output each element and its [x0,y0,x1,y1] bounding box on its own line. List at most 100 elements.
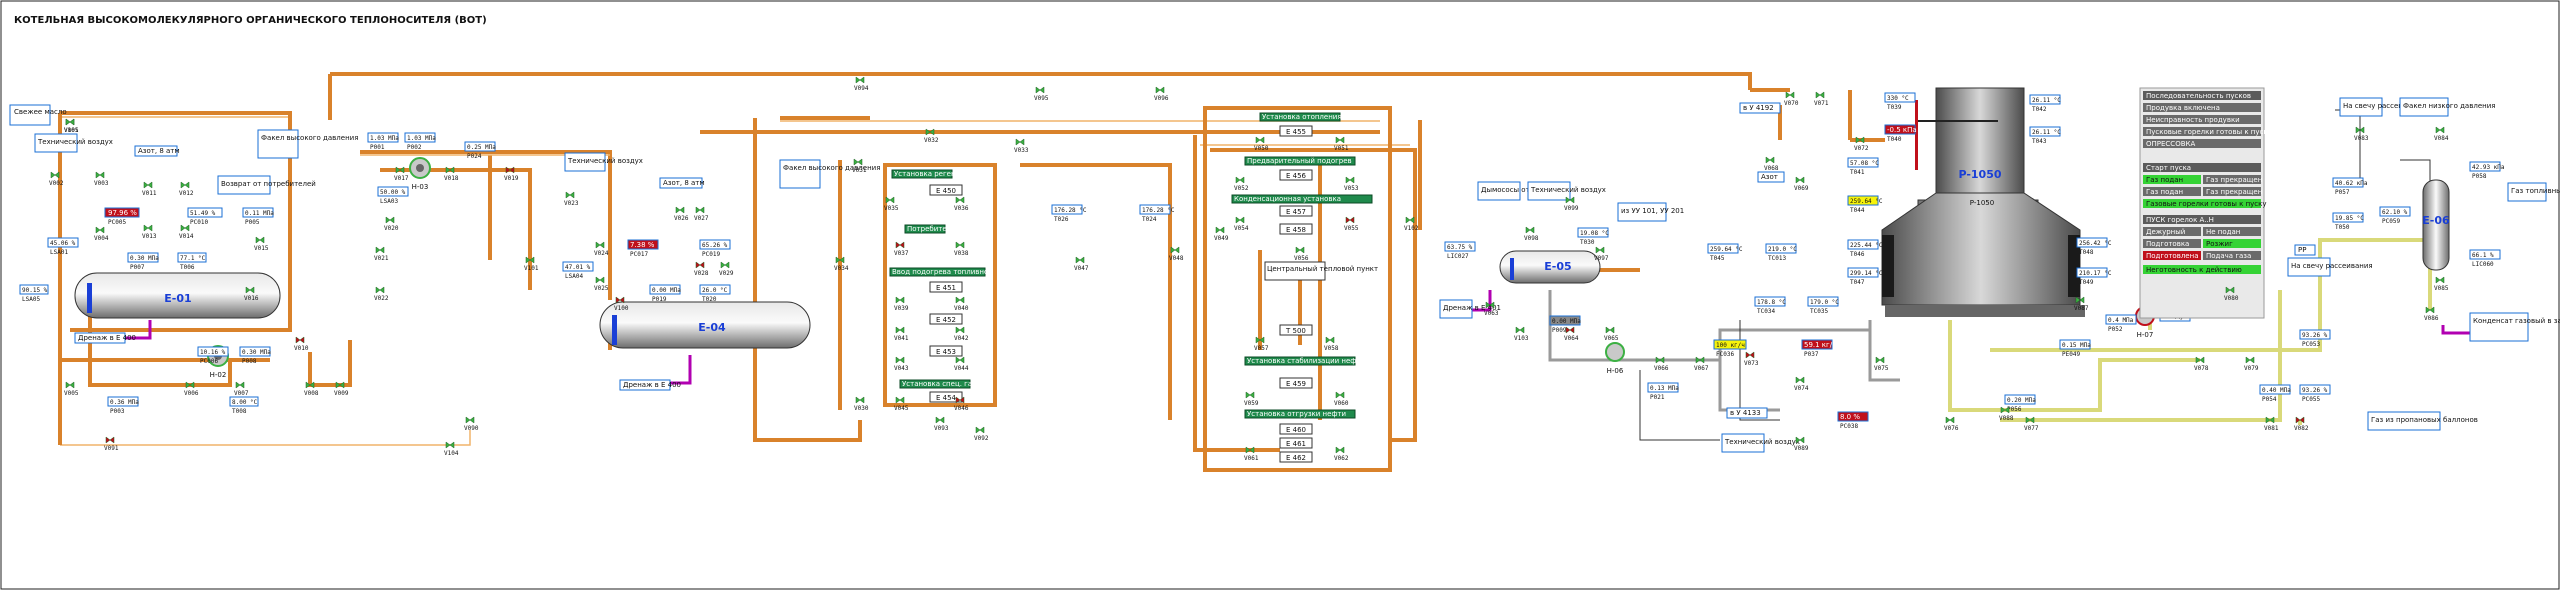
lx01-readout[interactable]: 45.06 % LSA01 [47,237,79,256]
valve-v095[interactable]: V095 [1034,86,1049,102]
pc059-readout[interactable]: 62.10 % PC059 [2379,206,2411,225]
valve-v084[interactable]: V084 [2434,126,2449,142]
fresh-oil-callout[interactable]: Свежее масло [9,104,67,126]
p005-readout[interactable]: 0.11 МПа P005 [242,207,274,226]
p008-readout[interactable]: 0.30 МПа P008 [239,346,271,365]
lic060-readout[interactable]: 66.1 % LIC060 [2469,249,2501,268]
valve-v097[interactable]: V097 [1594,246,1609,262]
valve-v034[interactable]: V034 [834,256,849,272]
valve-v080[interactable]: V080 [2224,286,2239,302]
valve-v102[interactable]: V102 [1404,216,1419,232]
t046-readout[interactable]: 225.44 °C T046 [1847,239,1883,258]
flare-callout-2[interactable]: Факел высокого давления [779,159,880,189]
valve-v019[interactable]: V019 [504,166,519,182]
valve-v069[interactable]: V069 [1794,176,1809,192]
valve-v058[interactable]: V058 [1324,336,1339,352]
valve-v027[interactable]: V027 [694,206,709,222]
valve-v028[interactable]: V028 [694,261,709,277]
p058-readout[interactable]: 42.93 кПа P058 [2469,161,2505,180]
exchanger-e459[interactable]: E 459 [1279,377,1313,389]
valve-v005[interactable]: V005 [64,381,79,397]
valve-v065[interactable]: V065 [1604,326,1619,342]
valve-v093[interactable]: V093 [934,416,949,432]
valve-v015[interactable]: V015 [254,236,269,252]
p056-readout[interactable]: 0.20 МПа P056 [2004,394,2036,413]
nitrogen-callout-3[interactable]: Азот [1757,171,1785,183]
valve-v088[interactable]: V088 [1999,406,2014,422]
valve-v053[interactable]: V053 [1344,176,1359,192]
t044-readout[interactable]: 259.64 °C T044 [1847,195,1883,214]
lic027-readout[interactable]: 63.75 % LIC027 [1444,241,1476,260]
valve-v024[interactable]: V024 [594,241,609,257]
valve-v014[interactable]: V014 [179,224,194,240]
exchanger-e460[interactable]: E 460 [1279,423,1313,435]
valve-v049[interactable]: V049 [1214,226,1229,242]
valve-v101[interactable]: V101 [524,256,539,272]
valve-v041[interactable]: V041 [894,326,909,342]
vessel-e04[interactable]: E-04 [599,301,811,349]
fc036-readout[interactable]: 100 кг/ч FC036 [1713,339,1747,358]
valve-v100[interactable]: V100 [614,296,629,312]
p002-readout[interactable]: 1.03 МПа P002 [404,132,436,151]
vessel-e06[interactable]: E-06 [2422,179,2450,271]
valve-v033[interactable]: V033 [1014,138,1029,154]
valve-v006[interactable]: V006 [184,381,199,397]
unit-heating[interactable]: Установка отопления [1259,112,1342,122]
exchanger-e462[interactable]: E 462 [1279,451,1313,463]
t020-readout[interactable]: 26.0 °C T020 [699,284,731,303]
t045-readout[interactable]: 259.64 °C T045 [1707,243,1743,262]
valve-v054[interactable]: V054 [1234,216,1249,232]
unit-fuelgas-heat[interactable]: Ввод подогрева топливного газа [889,267,1014,277]
valve-v082[interactable]: V082 [2294,416,2309,432]
propane-callout[interactable]: Газ из пропановых баллонов [2367,411,2478,431]
from-uu-callout[interactable]: из УУ 101, УУ 201 [1617,202,1684,222]
exchanger-e451[interactable]: E 451 [929,281,963,293]
valve-v076[interactable]: V076 [1944,416,1959,432]
tc013-readout[interactable]: 219.0 °C TC013 [1765,243,1797,262]
valve-v089[interactable]: V089 [1794,436,1809,452]
t050-readout[interactable]: 19.85 °C T050 [2332,212,2364,231]
nitrogen-callout-2[interactable]: Азот, 8 атм [659,177,705,189]
pump-h03[interactable]: H-03 [409,157,431,191]
to-u4133-callout[interactable]: в У 4133 [1726,407,1768,419]
valve-v017[interactable]: V017 [394,166,409,182]
valve-v022[interactable]: V022 [374,286,389,302]
valve-v016[interactable]: V016 [244,286,259,302]
valve-v048[interactable]: V048 [1169,246,1184,262]
valve-v044[interactable]: V044 [954,356,969,372]
valve-v030[interactable]: V030 [854,396,869,412]
unit-oil-stab[interactable]: Установка стабилизации нефти [1244,356,1365,366]
valve-v067[interactable]: V067 [1694,356,1709,372]
valve-v036[interactable]: V036 [954,196,969,212]
unit-condensation[interactable]: Конденсационная установка [1231,194,1373,204]
p001-readout[interactable]: 1.03 МПа P001 [367,132,399,151]
valve-v063[interactable]: V063 [1484,301,1499,317]
valve-v012[interactable]: V012 [179,181,194,197]
valve-v066[interactable]: V066 [1654,356,1669,372]
flare-lp-callout[interactable]: Факел низкого давления [2399,97,2495,117]
t047-readout[interactable]: 299.14 °C T047 [1847,267,1883,286]
smoke-exhauster-callout[interactable]: Дымососы от насосной [1477,181,1566,201]
valve-v008[interactable]: V008 [304,381,319,397]
burner-start-header[interactable]: ПУСК горелок A..H [2143,215,2261,224]
valve-v077[interactable]: V077 [2024,416,2039,432]
valve-v021[interactable]: V021 [374,246,389,262]
valve-v002[interactable]: V002 [49,171,64,187]
valve-v051[interactable]: V051 [1334,136,1349,152]
valve-v047[interactable]: V047 [1074,256,1089,272]
valve-v092[interactable]: V092 [974,426,989,442]
valve-v056[interactable]: V056 [1294,246,1309,262]
t008-readout[interactable]: 8.00 °C T008 [229,396,259,415]
exchanger-e454[interactable]: E 454 [929,391,963,403]
nitrogen-callout-1[interactable]: Азот, 8 атм [134,145,180,157]
t039-readout[interactable]: 330 °C T039 [1884,92,1916,111]
valve-v086[interactable]: V086 [2424,306,2439,322]
valve-v060[interactable]: V060 [1334,391,1349,407]
p054-readout[interactable]: 0.40 МПа P054 [2259,384,2291,403]
valve-v074[interactable]: V074 [1794,376,1809,392]
vessel-e05[interactable]: E-05 [1499,250,1601,284]
t043-readout[interactable]: 26.11 °C T043 [2029,126,2061,145]
t049-readout[interactable]: 210.17 °C T049 [2076,267,2112,286]
valve-v037[interactable]: V037 [894,241,909,257]
pc005-readout[interactable]: 97.96 % PC005 [104,207,140,226]
